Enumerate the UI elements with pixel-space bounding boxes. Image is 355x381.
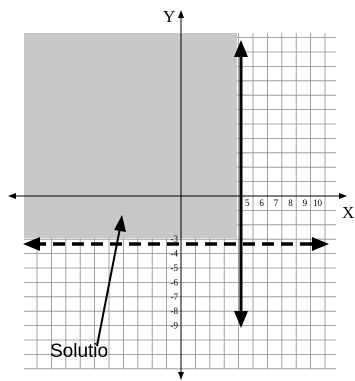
x-axis — [8, 193, 347, 199]
y-tick-label: -3 — [171, 234, 179, 244]
x-axis-left-arrow — [8, 193, 16, 199]
vertical-line-top-arrow — [234, 40, 248, 57]
x-tick-label: 8 — [288, 198, 293, 208]
x-tick-label: 5 — [245, 198, 250, 208]
solution-region — [24, 33, 237, 238]
x-tick-label: 10 — [313, 198, 323, 208]
x-tick-label: 7 — [274, 198, 279, 208]
x-tick-label: 9 — [303, 198, 308, 208]
dashed-line-right-arrow — [312, 237, 329, 251]
y-axis — [178, 10, 184, 380]
x-axis-label: X — [342, 203, 354, 222]
vertical-line-bottom-arrow — [234, 311, 248, 328]
callout-arrow — [96, 215, 126, 347]
y-tick-labels: -3 -4 -5 -6 -7 -8 -9 — [171, 234, 179, 330]
y-axis-bottom-arrow — [178, 372, 184, 380]
x-tick-label: 6 — [259, 198, 264, 208]
dashed-horizontal-line — [23, 237, 329, 251]
y-tick-label: -9 — [171, 321, 179, 331]
y-axis-label: Y — [163, 7, 175, 26]
y-tick-label: -4 — [171, 249, 179, 259]
dashed-line-left-arrow — [23, 237, 40, 251]
y-tick-label: -6 — [171, 277, 179, 287]
y-axis-top-arrow — [178, 10, 184, 18]
y-tick-label: -8 — [171, 306, 179, 316]
y-tick-label: -7 — [171, 292, 179, 302]
callout-arrow-head — [114, 215, 126, 232]
solid-vertical-line — [234, 40, 248, 328]
solution-callout-label: Solutio — [50, 341, 109, 362]
y-tick-label: -5 — [171, 263, 179, 273]
x-axis-right-arrow — [339, 193, 347, 199]
